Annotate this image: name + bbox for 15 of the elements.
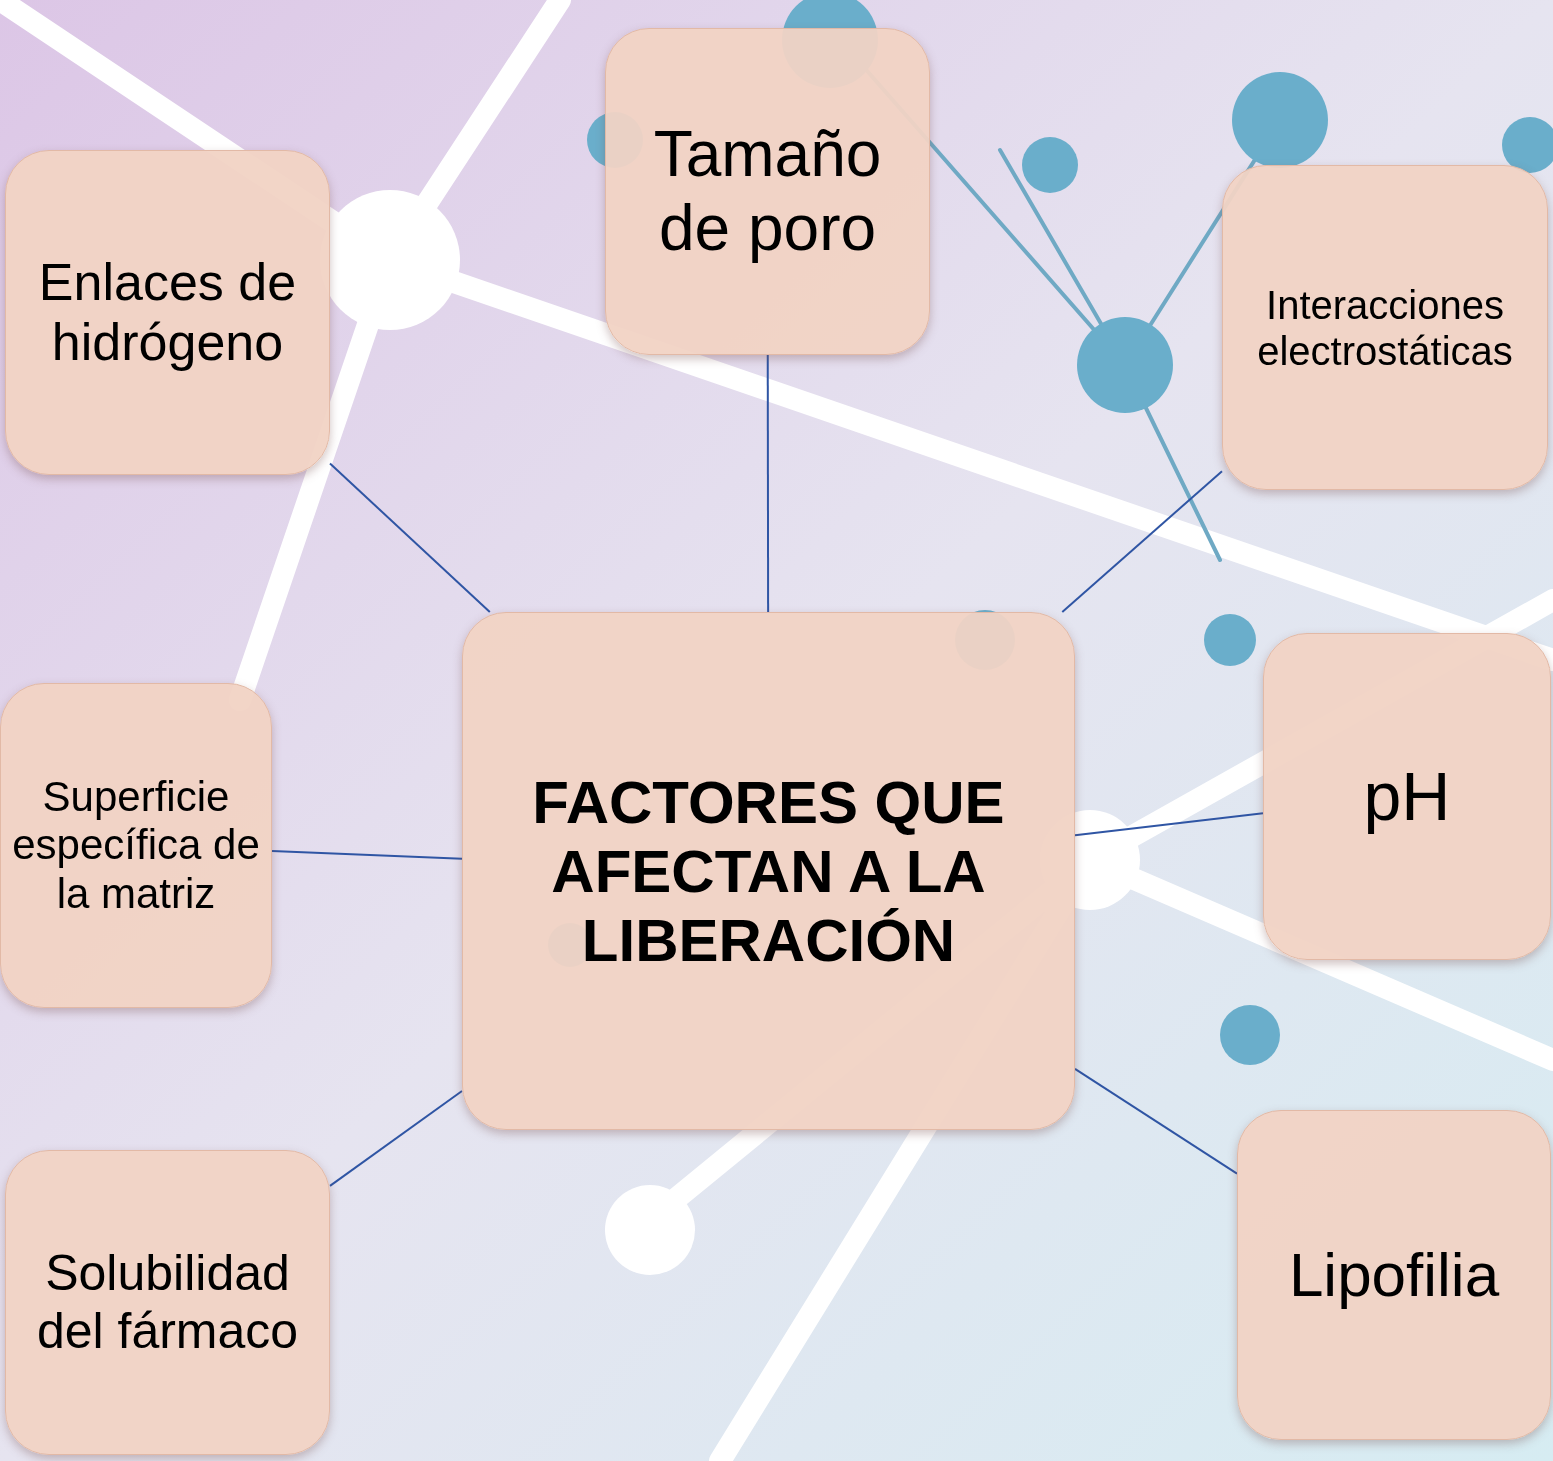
connector-line [329,1090,463,1187]
factor-box: Lipofilia [1237,1110,1551,1440]
connector-line [1074,812,1264,837]
connector-line [271,850,463,860]
factor-box: Tamaño de poro [605,28,930,355]
connector-line [1074,1067,1238,1175]
connector-line [1061,470,1223,613]
factor-box: Enlaces de hidrógeno [5,150,330,475]
connector-line [329,462,491,613]
factor-box: Interacciones electrostáticas [1222,165,1548,490]
factor-box: Solubilidad del fármaco [5,1150,330,1455]
connector-line [766,354,770,613]
central-topic-box: FACTORES QUE AFECTAN A LA LIBERACIÓN [462,612,1075,1130]
factor-box: pH [1263,633,1551,960]
factor-box: Superficie específica de la matriz [0,683,272,1008]
